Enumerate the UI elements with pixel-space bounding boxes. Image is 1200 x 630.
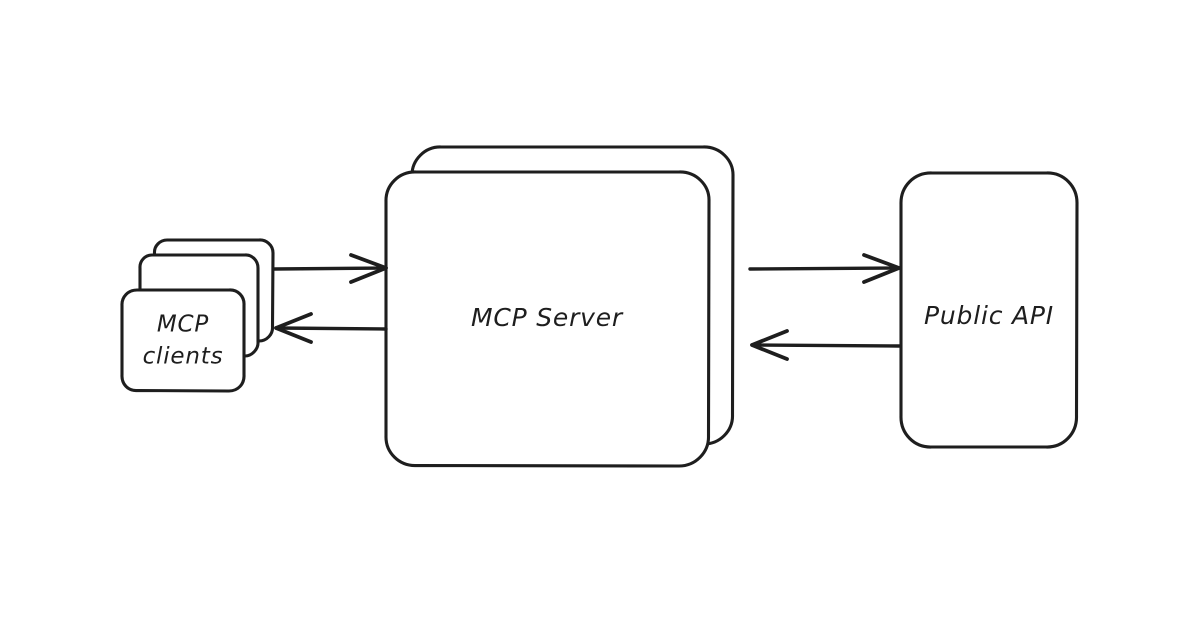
connector-api-to-server-line bbox=[750, 343, 901, 348]
node-mcp-server[interactable]: MCP Server bbox=[384, 145, 735, 468]
connector-server-to-api-line bbox=[748, 266, 901, 271]
mcp-server-card-front bbox=[384, 170, 711, 468]
connector-server-to-api[interactable] bbox=[748, 253, 901, 284]
mcp-clients-card-front bbox=[120, 288, 246, 393]
mcp-clients-label-line2: clients bbox=[143, 344, 224, 370]
public-api-label: Public API bbox=[924, 301, 1054, 330]
node-public-api[interactable]: Public API bbox=[899, 171, 1079, 449]
connector-server-to-clients-line bbox=[274, 326, 388, 331]
node-mcp-clients[interactable]: MCP clients bbox=[120, 238, 275, 393]
connector-server-to-clients-arrowhead bbox=[274, 312, 313, 344]
public-api-card bbox=[899, 171, 1079, 449]
mcp-clients-label-line1: MCP bbox=[157, 312, 209, 338]
connector-server-to-clients[interactable] bbox=[274, 312, 388, 344]
mcp-server-label: MCP Server bbox=[471, 303, 624, 332]
connector-server-to-api-arrowhead bbox=[862, 253, 901, 284]
connector-clients-to-server-line bbox=[272, 266, 388, 271]
connector-clients-to-server-arrowhead bbox=[349, 253, 388, 284]
connector-clients-to-server[interactable] bbox=[272, 253, 388, 284]
connector-api-to-server[interactable] bbox=[750, 329, 901, 361]
connector-api-to-server-arrowhead bbox=[750, 329, 789, 361]
